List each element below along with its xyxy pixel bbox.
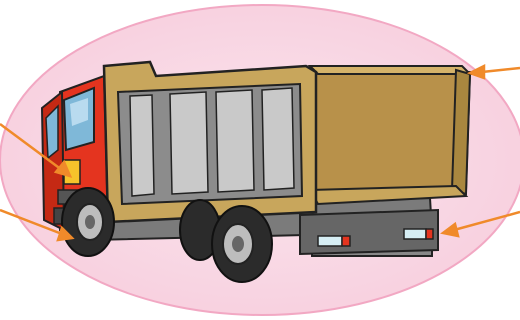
tail-light-left-red xyxy=(342,236,350,246)
cargo-box xyxy=(104,62,470,222)
arrow-icon xyxy=(470,66,520,78)
front-wheel xyxy=(62,188,114,256)
tail-light-right-red xyxy=(426,229,433,239)
tail-light-left xyxy=(318,236,342,246)
tail-light-right xyxy=(404,229,426,239)
